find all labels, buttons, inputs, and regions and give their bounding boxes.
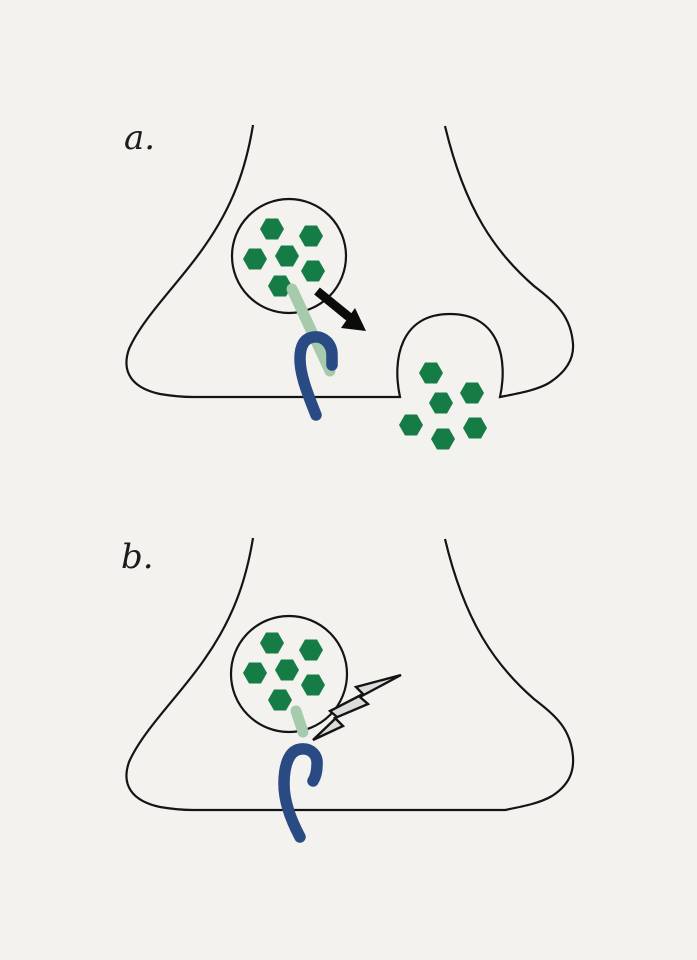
tether-rod-a [286, 283, 336, 377]
vesicle-a [230, 197, 348, 315]
neurotransmitter-molecule [429, 392, 453, 414]
panel-b-label: b. [121, 537, 154, 577]
neurotransmitter-molecule [243, 662, 267, 684]
neurotransmitter-molecule [268, 689, 292, 711]
terminal-outline-b [125, 537, 575, 812]
panel-a-label: a. [124, 118, 155, 158]
neurotransmitter-molecule [299, 225, 323, 247]
receptor-hook-b [278, 743, 323, 843]
neurotransmitter-molecule [260, 632, 284, 654]
neurotransmitter-molecule [463, 417, 487, 439]
neurotransmitter-molecule [275, 245, 299, 267]
release-arrow [314, 287, 366, 331]
neurotransmitter-molecule [268, 275, 292, 297]
neurotransmitter-molecule [275, 659, 299, 681]
vesicle-molecules-a [243, 218, 325, 297]
receptor-hook-a [294, 331, 338, 421]
panel-a: a. [124, 118, 575, 450]
neurotransmitter-molecule [299, 639, 323, 661]
neurotransmitter-molecule [460, 382, 484, 404]
release-arrow-shaft [314, 287, 352, 321]
neurotransmitter-molecule [399, 414, 423, 436]
neurotransmitter-molecule [419, 362, 443, 384]
released-molecules-a [399, 362, 487, 450]
neurotransmitter-molecule [301, 674, 325, 696]
neurotransmitter-molecule [301, 260, 325, 282]
neurotransmitter-molecule [431, 428, 455, 450]
panel-b: b. [121, 537, 575, 843]
vesicle-b [229, 614, 349, 734]
lightning-bolt-icon [312, 673, 402, 742]
neurotransmitter-molecule [260, 218, 284, 240]
terminal-outline-a [125, 124, 575, 399]
release-arrow-head [341, 308, 366, 331]
cleaved-tether-stub-b [290, 705, 309, 738]
vesicle-molecules-b [243, 632, 325, 711]
neurotransmitter-molecule [243, 248, 267, 270]
